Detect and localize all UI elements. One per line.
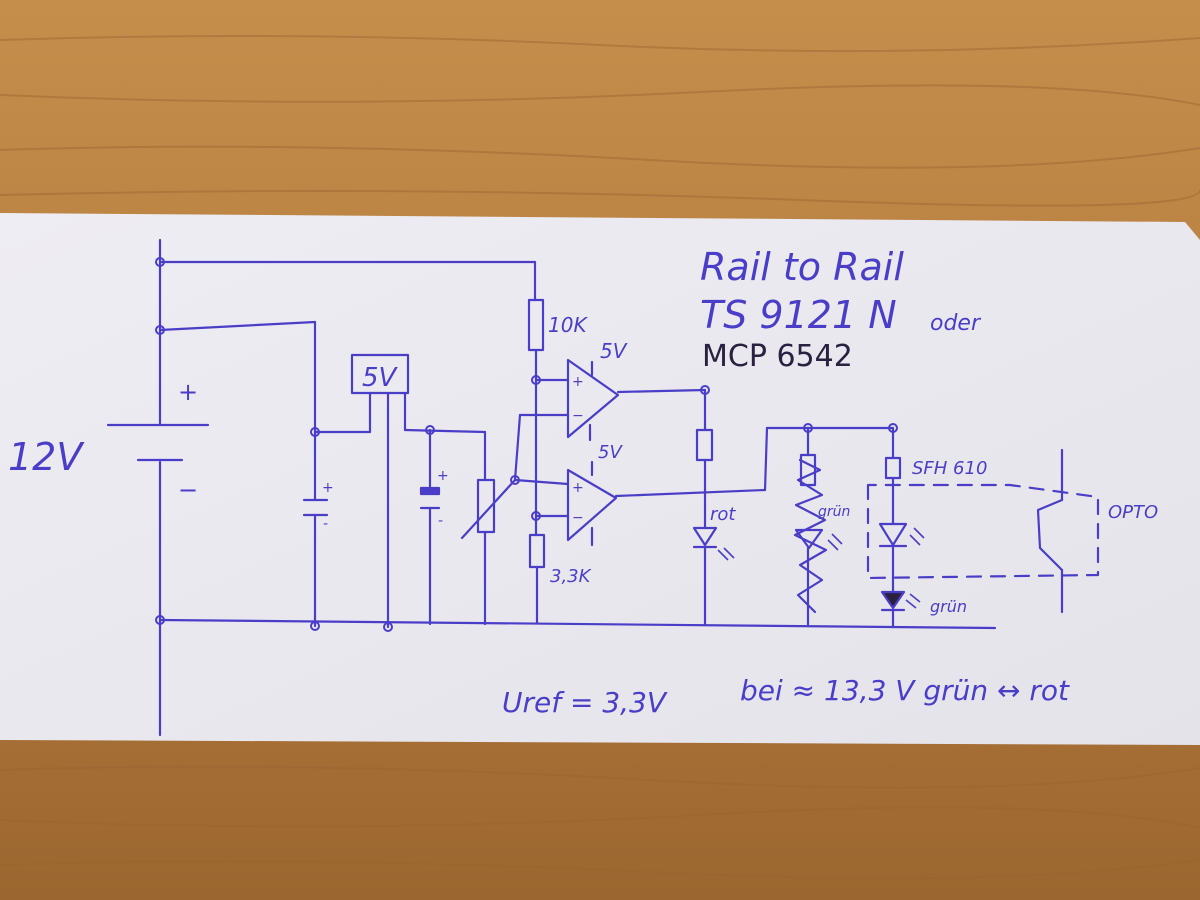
led-crossed-label: grün (818, 504, 850, 520)
junction (310, 621, 320, 631)
circuit (106, 238, 1100, 737)
arrow-icon (909, 527, 925, 546)
junction (531, 511, 541, 521)
switch-contact (1036, 498, 1064, 572)
led-red (692, 526, 718, 547)
junction (425, 425, 435, 435)
opamp1-supply-label: 5V (600, 339, 628, 363)
threshold-label: bei ≈ 13,3 V grün ↔ rot (740, 674, 1070, 707)
wire-opamp1-out (616, 388, 707, 394)
cap2-minus-label: - (438, 513, 443, 529)
wire-ref-to-opamp2 (513, 478, 570, 486)
cap2-plate-top (419, 486, 441, 496)
battery-voltage-label: 12V (8, 435, 85, 479)
cap2-plus-label: + (437, 468, 449, 484)
arrow-icon (827, 533, 843, 551)
wire-opamp2-out (614, 488, 767, 498)
opamp2-plus-label: + (572, 480, 584, 496)
scribble-crossout (793, 458, 828, 614)
junction (155, 325, 165, 335)
junction (700, 385, 710, 395)
regulator-box (350, 353, 410, 395)
junction (888, 423, 898, 433)
cap1-plus-label: + (322, 480, 334, 496)
led-green (880, 590, 906, 610)
note-opamp-part: TS 9121 N (700, 293, 897, 337)
opto-label: OPTO (1108, 502, 1158, 523)
arrow-icon (717, 547, 735, 561)
opamp-2 (566, 468, 618, 542)
led-opto (878, 522, 908, 547)
regulator-label: 5V (362, 363, 399, 393)
battery-minus-label: − (178, 476, 198, 504)
wire-out-up (763, 426, 769, 492)
r-top-label: 10K (548, 313, 588, 337)
potentiometer-wiper (460, 478, 517, 540)
junction (803, 423, 813, 433)
opto-part-label: SFH 610 (912, 458, 987, 479)
junction (510, 475, 520, 485)
wood-grain (0, 35, 1200, 880)
opamp-1 (566, 358, 620, 439)
cap1-minus-label: - (323, 516, 328, 532)
led-red-label: rot (710, 504, 736, 525)
opamp1-minus-label: − (572, 408, 584, 424)
junction (310, 427, 320, 437)
led-green-label: grün (930, 597, 967, 616)
wire-second-rail (158, 320, 317, 332)
led-arrows (717, 527, 925, 609)
note-rail-to-rail: Rail to Rail (700, 245, 904, 289)
battery-plus-label: + (178, 378, 198, 406)
junction (531, 375, 541, 385)
junction (155, 257, 165, 267)
wire-ref-join (513, 413, 522, 482)
wire-5v-rail (403, 428, 487, 434)
opto-boundary (866, 483, 1100, 580)
uref-label: Uref = 3,3V (502, 686, 668, 719)
note-oder: oder (930, 311, 982, 336)
note-alt-part: MCP 6542 (702, 339, 853, 374)
junction (155, 615, 165, 625)
junction (383, 622, 393, 632)
opamp2-minus-label: − (572, 510, 584, 526)
junction-dots (155, 257, 898, 632)
opamp1-plus-label: + (572, 374, 584, 390)
opamp2-supply-label: 5V (598, 442, 623, 463)
wire-ground (158, 618, 997, 630)
arrow-icon (905, 593, 921, 609)
paper-sheet (0, 213, 1200, 745)
r-bottom-label: 3,3K (550, 566, 592, 587)
